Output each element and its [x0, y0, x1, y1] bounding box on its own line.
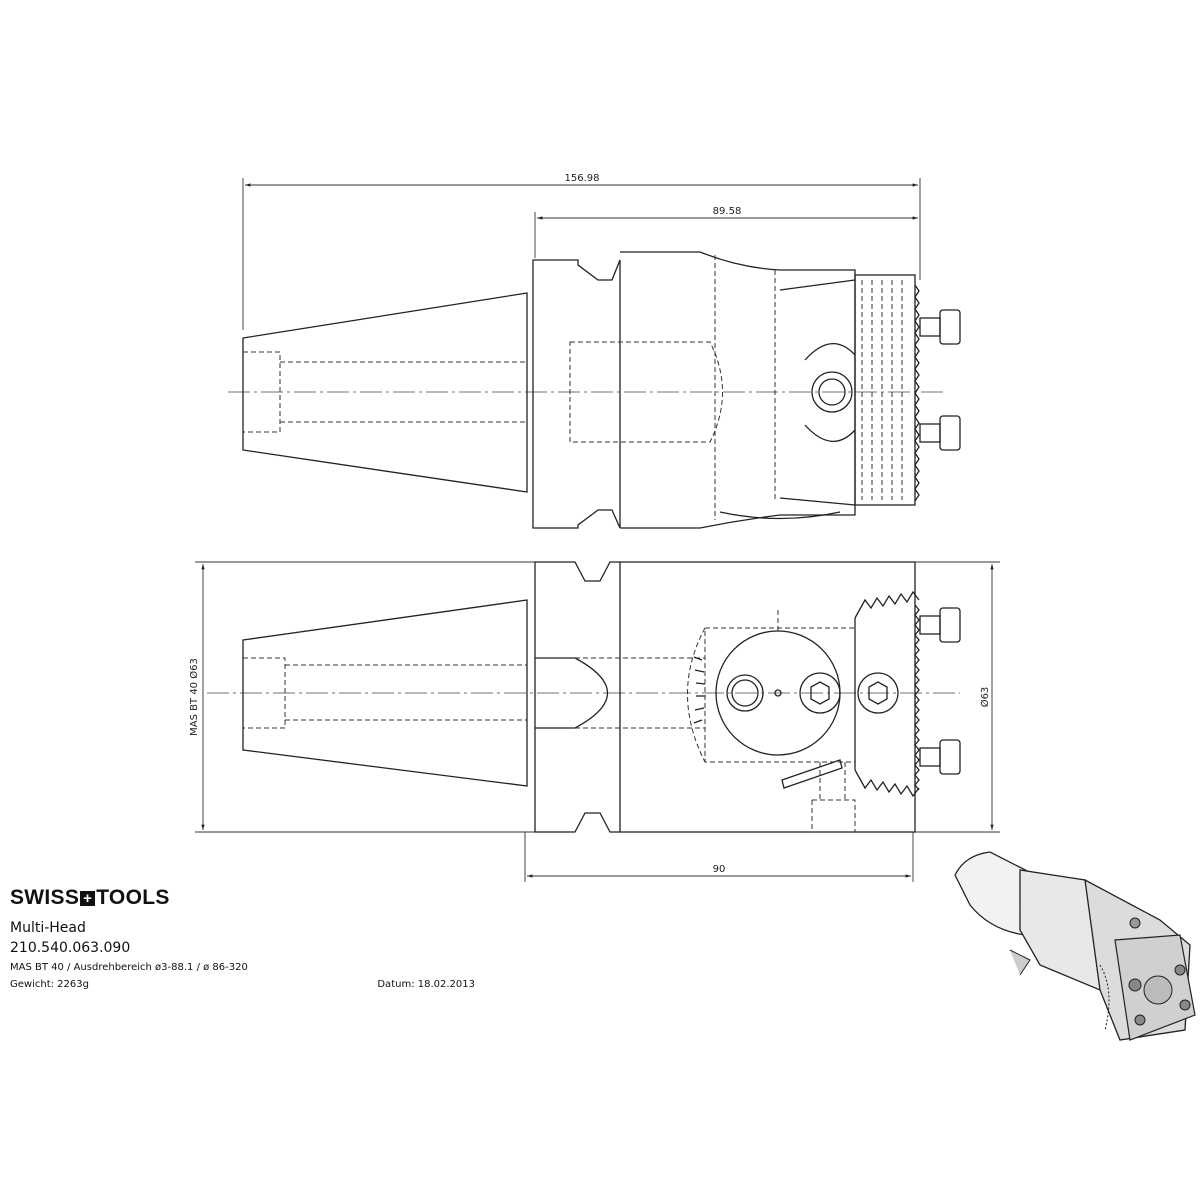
brand-logo: SWISS+TOOLS — [10, 886, 170, 909]
flange — [532, 259, 621, 529]
isometric-render — [954, 851, 1196, 1041]
dim-head-diameter: Ø63 — [979, 687, 991, 708]
bore-hole — [726, 674, 764, 712]
dimension-lines — [195, 178, 1000, 882]
taper-shank — [242, 292, 528, 493]
adjustment-nut-top — [919, 309, 961, 345]
taper-shank — [242, 599, 528, 787]
weight: Gewicht: 2263g — [10, 979, 89, 990]
adjustment-nut-bottom — [919, 739, 961, 775]
side-view — [207, 561, 961, 833]
adjustment-nut-top — [919, 607, 961, 643]
article-number: 210.540.063.090 — [10, 940, 131, 956]
swiss-cross-icon: + — [80, 891, 96, 906]
dim-body-length: 90 — [713, 864, 726, 875]
drawbar-bore — [535, 657, 609, 729]
gear-head — [854, 274, 916, 506]
top-view — [228, 251, 961, 529]
hex-screw — [811, 371, 853, 413]
hex-screw-2 — [857, 672, 899, 714]
dim-head-length: 89.58 — [713, 206, 742, 217]
dim-shank-diameter: MAS BT 40 Ø63 — [188, 658, 200, 736]
title-block: SWISS+TOOLS Multi-Head 210.540.063.090 M… — [10, 886, 480, 990]
product-spec: MAS BT 40 / Ausdrehbereich ø3-88.1 / ø 8… — [10, 962, 248, 973]
dim-overall-length: 156.98 — [565, 173, 600, 184]
adjustment-nut-bottom — [919, 415, 961, 451]
product-name: Multi-Head — [10, 920, 86, 936]
date: Datum: 18.02.2013 — [377, 979, 475, 990]
scale-dial — [719, 511, 841, 520]
hex-screw — [799, 672, 841, 714]
